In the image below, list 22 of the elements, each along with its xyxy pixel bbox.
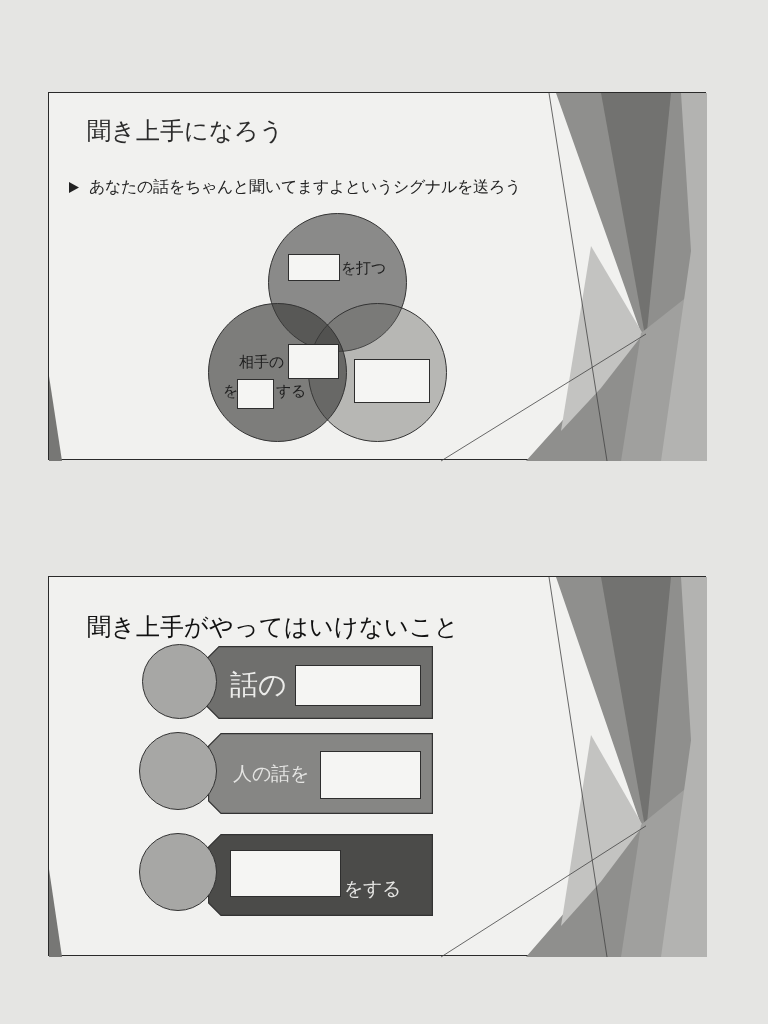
- tag-label: をする: [344, 876, 401, 900]
- label-tag: [208, 834, 433, 916]
- circle-label: を打つ: [341, 259, 386, 277]
- answer-box: [288, 344, 339, 379]
- answer-box: [295, 665, 421, 706]
- answer-box: [230, 850, 341, 897]
- slide-panel: [48, 576, 706, 956]
- slide-title: 聞き上手がやってはいけないこと: [87, 612, 459, 642]
- answer-box: [237, 379, 274, 409]
- label-tag: [208, 733, 433, 814]
- answer-box: [288, 254, 340, 281]
- answer-box: [320, 751, 421, 799]
- circle-label: を: [223, 382, 238, 400]
- slide-panel: [48, 92, 706, 460]
- tag-label: 話の: [230, 668, 287, 702]
- circle-label: 相手の: [239, 353, 284, 371]
- answer-box: [354, 359, 430, 403]
- tag-label: 人の話を: [233, 761, 309, 785]
- label-tag: [206, 646, 433, 719]
- slide-title: 聞き上手になろう: [87, 116, 284, 146]
- circle-label: する: [276, 382, 306, 400]
- bullet-text: あなたの話をちゃんと聞いてますよというシグナルを送ろう: [89, 177, 521, 197]
